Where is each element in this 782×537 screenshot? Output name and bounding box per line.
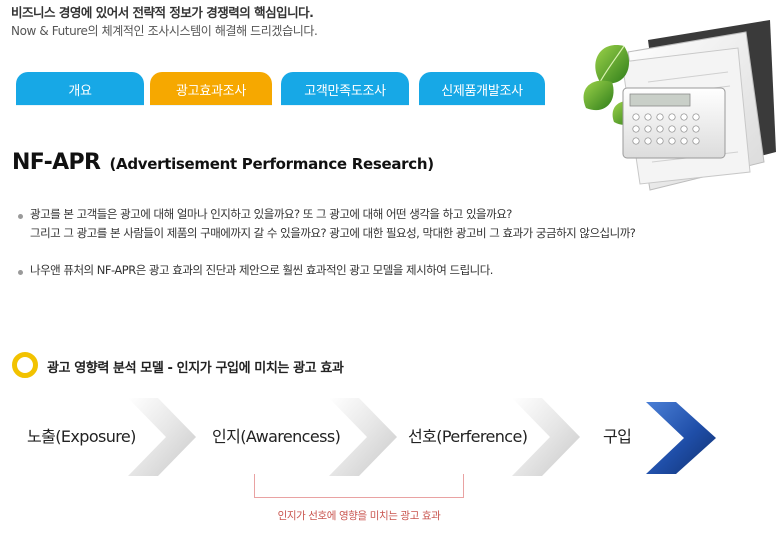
tab-customer-satisfaction[interactable]: 고객만족도조사	[281, 72, 409, 106]
tab-label: 개요	[68, 83, 92, 99]
calculator-papers-leaves-icon	[583, 20, 776, 191]
step-purchase: 구입	[603, 427, 632, 446]
tab-label: 고객만족도조사	[304, 83, 386, 99]
bracket-line	[254, 474, 464, 498]
tab-overview[interactable]: 개요	[16, 72, 144, 106]
tab-label: 신제품개발조사	[441, 83, 523, 99]
paragraph-line: 그리고 그 광고를 본 사람들이 제품의 구매에까지 갈 수 있을까요? 광고에…	[30, 226, 636, 240]
chevron-arrow-icon	[329, 398, 397, 476]
section-title: NF-APR (Advertisement Performance Resear…	[12, 150, 434, 175]
step-preference: 선호(Perference)	[408, 427, 528, 446]
bracket-label: 인지가 선호에 영향을 미치는 광고 효과	[277, 510, 441, 522]
tab-new-product[interactable]: 신제품개발조사	[419, 72, 545, 106]
section-title-main: NF-APR	[12, 150, 101, 175]
bullet-dot	[18, 214, 23, 219]
model-title: 광고 영향력 분석 모델 - 인지가 구입에 미치는 광고 효과	[47, 361, 344, 376]
chevron-arrow-icon	[646, 402, 716, 474]
tab-label: 광고효과조사	[176, 83, 246, 99]
paragraph-line: 나우앤 퓨처의 NF-APR은 광고 효과의 진단과 제안으로 훨씬 효과적인 …	[30, 263, 493, 277]
bullet-dot	[18, 270, 23, 275]
step-exposure: 노출(Exposure)	[27, 427, 136, 446]
intro-title: 비즈니스 경영에 있어서 전략적 정보가 경쟁력의 핵심입니다.	[11, 5, 314, 20]
chevron-arrow-icon	[128, 398, 196, 476]
chevron-arrow-icon	[512, 398, 580, 476]
section-title-sub: (Advertisement Performance Research)	[109, 155, 434, 173]
yellow-ring-icon	[12, 352, 38, 378]
tab-ad-effect[interactable]: 광고효과조사	[150, 72, 272, 106]
paragraph-line: 광고를 본 고객들은 광고에 대해 얼마나 인지하고 있을까요? 또 그 광고에…	[30, 207, 512, 221]
intro-subtitle: Now & Future의 체계적인 조사시스템이 해결해 드리겠습니다.	[11, 24, 318, 38]
step-awareness: 인지(Awarencess)	[212, 427, 341, 446]
